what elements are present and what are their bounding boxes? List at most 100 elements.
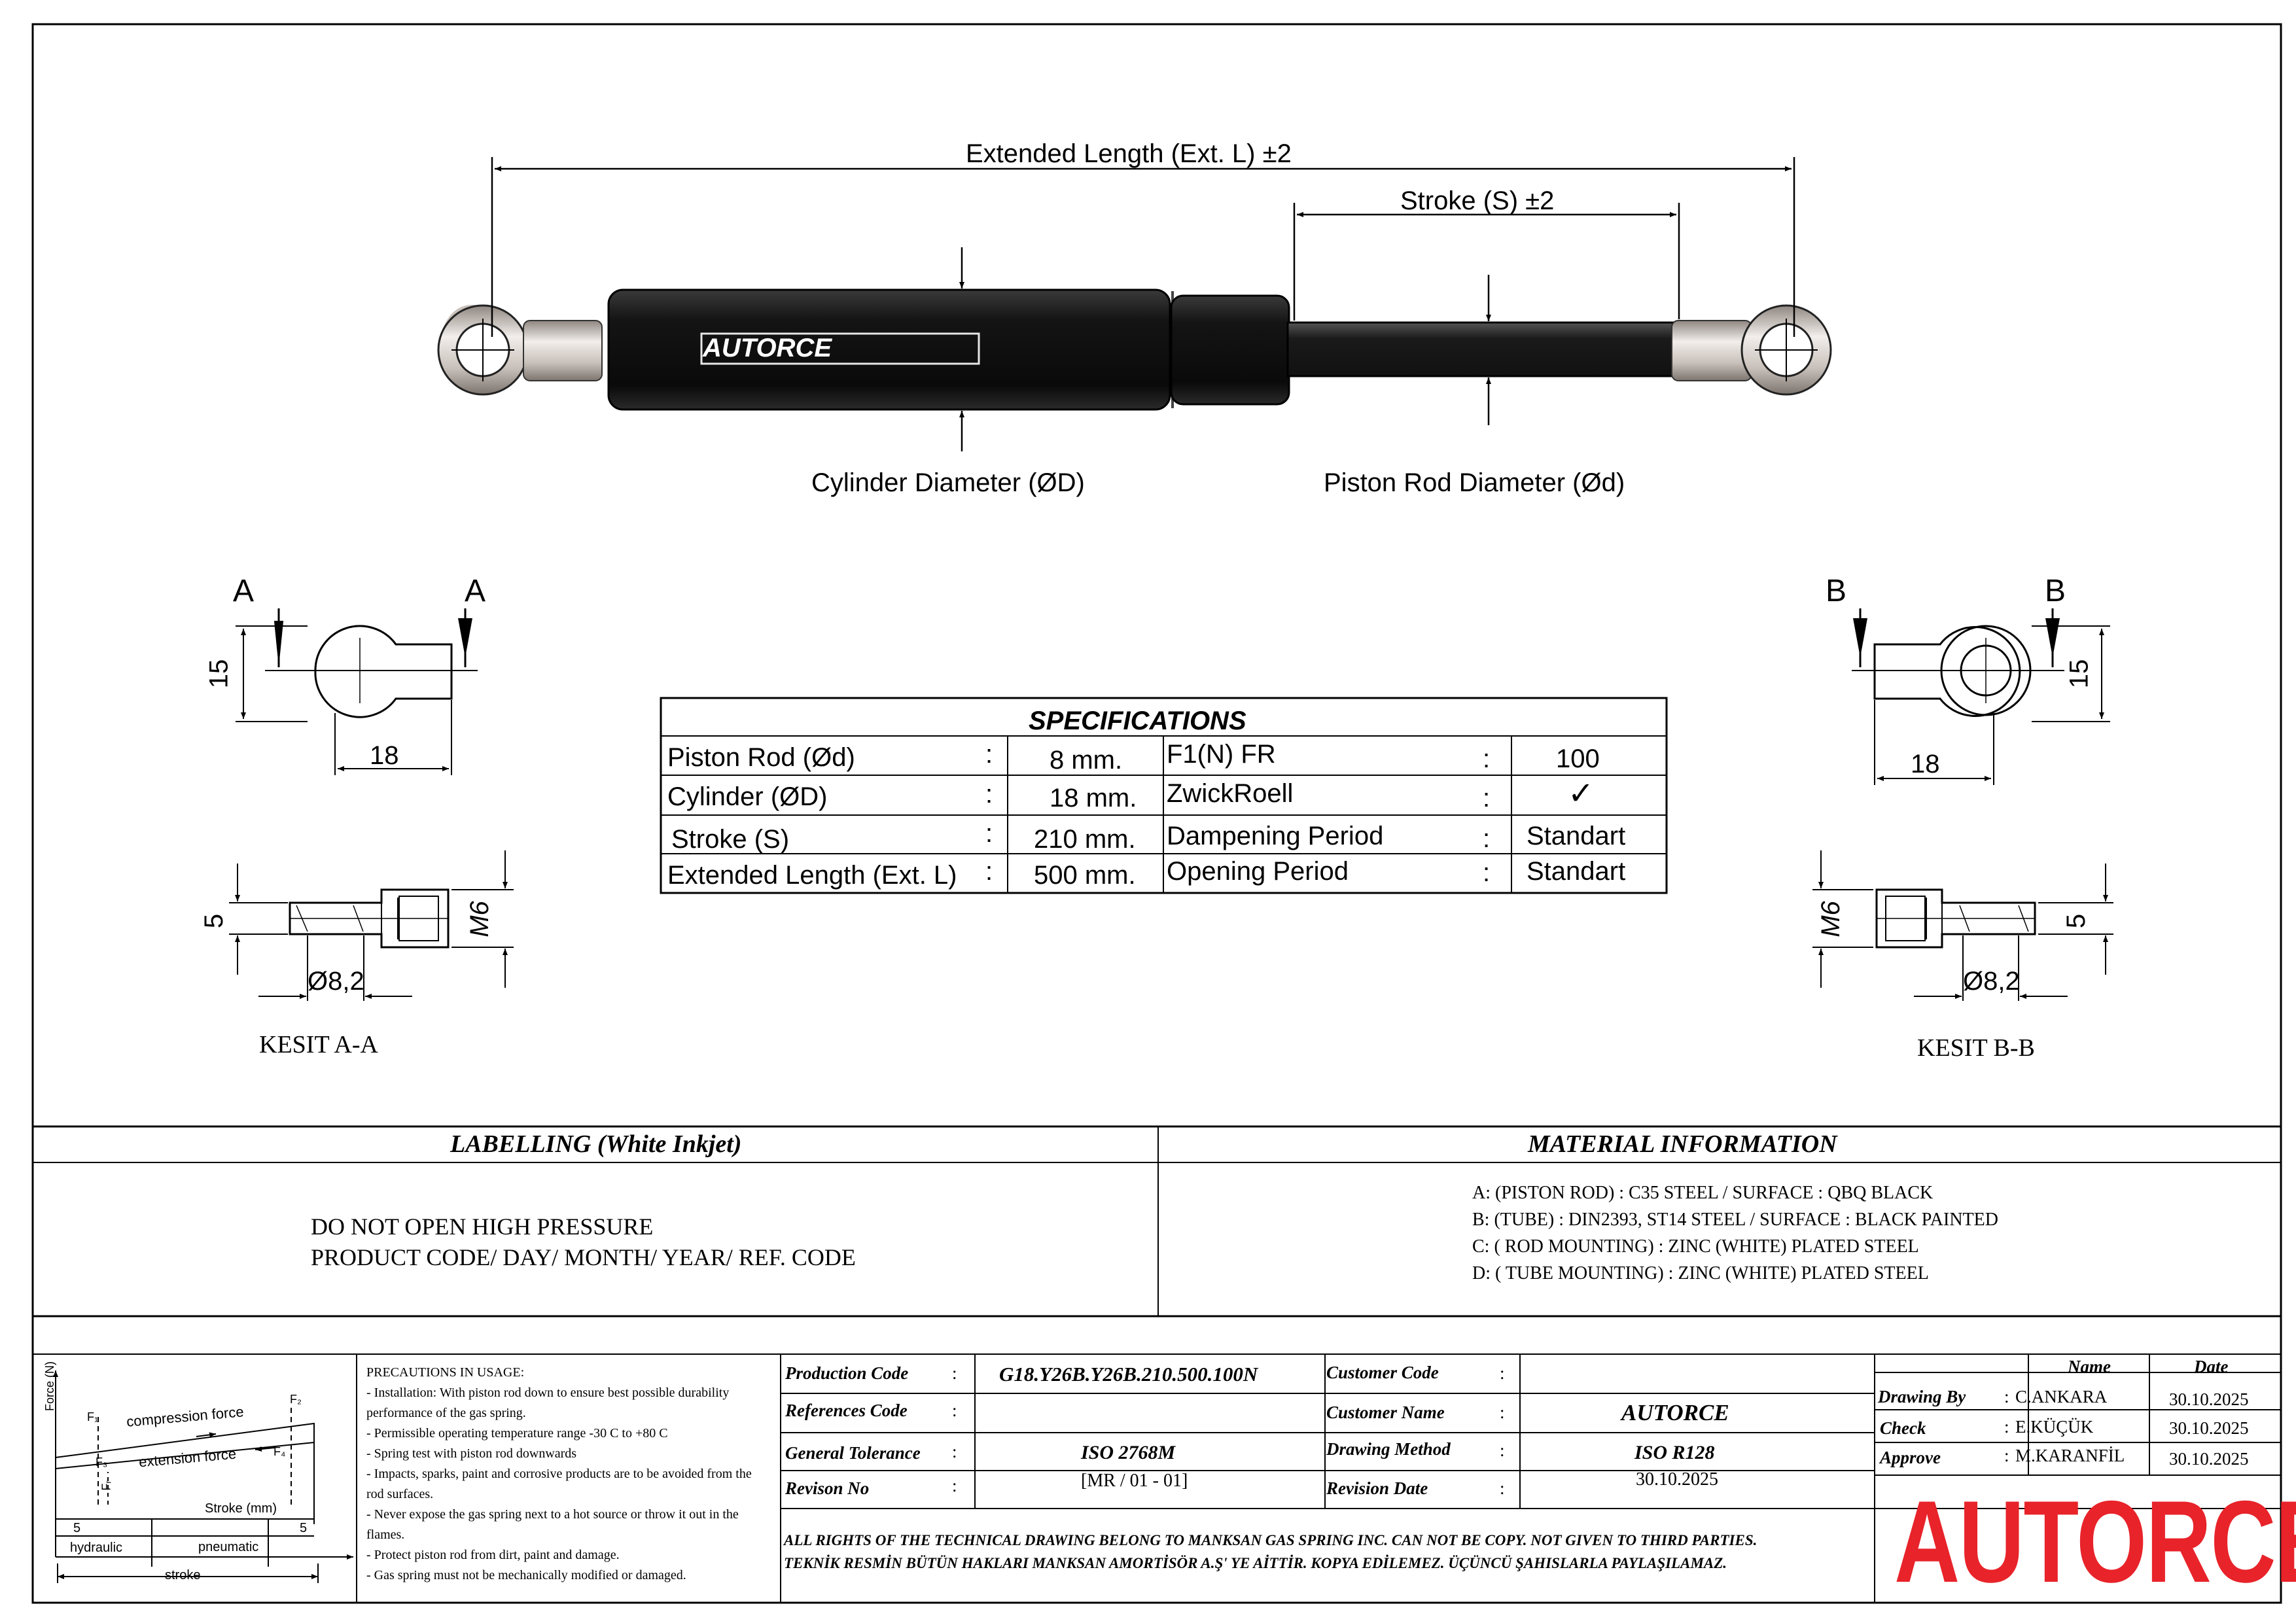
spec-row-2-value: 18 mm. [1050, 784, 1137, 812]
name-column-header: Name [2068, 1357, 2111, 1376]
production-code-label: Production Code [785, 1363, 909, 1383]
customer-name-value: AUTORCE [1621, 1400, 1729, 1425]
section-b-side-view [1812, 850, 2113, 1001]
cylinder-diameter-label: Cylinder Diameter (ØD) [811, 468, 1085, 497]
colon: : [2004, 1446, 2009, 1465]
gas-spring-image [437, 288, 1832, 411]
pneumatic-label: pneumatic [198, 1540, 259, 1554]
spec-row-2-label2: ZwickRoell [1167, 779, 1294, 808]
section-b-thread: M6 [1816, 901, 1845, 937]
material-line-c: C: ( ROD MOUNTING) : ZINC (WHITE) PLATED… [1472, 1236, 1919, 1257]
section-a-letter-right: A [465, 574, 486, 608]
precautions-text: PRECAUTIONS IN USAGE: - Installation: Wi… [366, 1363, 775, 1586]
labelling-line-2: PRODUCT CODE/ DAY/ MONTH/ YEAR/ REF. COD… [311, 1244, 856, 1270]
precaution-line: - Spring test with piston rod downwards [366, 1446, 577, 1461]
drawing-frame [31, 23, 2282, 1604]
precaution-line: - Impacts, sparks, paint and corrosive p… [366, 1467, 752, 1481]
section-a-height: 15 [204, 659, 234, 689]
precaution-line: - Protect piston rod from dirt, paint an… [366, 1548, 620, 1562]
spec-row-4-label2: Opening Period [1167, 857, 1349, 886]
autorce-logo: AUTORCE [1894, 1476, 2296, 1607]
precaution-line: flames. [366, 1527, 405, 1542]
check-name: E.KÜÇÜK [2015, 1417, 2094, 1437]
colon: : [952, 1401, 957, 1420]
check-date: 30.10.2025 [2169, 1418, 2249, 1438]
date-column-header: Date [2194, 1357, 2229, 1376]
spec-row-1-colon: : [985, 740, 993, 769]
general-tolerance-label: General Tolerance [785, 1443, 921, 1463]
colon: : [1500, 1363, 1505, 1383]
stroke-mm-label: Stroke (mm) [205, 1501, 277, 1516]
spec-row-1-label: Piston Rod (Ød) [667, 743, 855, 772]
precaution-line: rod surfaces. [366, 1487, 434, 1501]
spec-row-4-colon2: : [1483, 858, 1491, 887]
references-code-label: References Code [785, 1401, 908, 1420]
approve-name: M.KARANFİL [2015, 1446, 2125, 1465]
info-band-grid [33, 1125, 2281, 1355]
section-b-letter-right: B [2045, 574, 2066, 608]
stroke-label: stroke [165, 1568, 201, 1582]
section-a-width: 18 [370, 741, 399, 770]
spec-row-3-value2: Standart [1527, 822, 1626, 850]
f3-label: F₃ [96, 1456, 108, 1469]
body-logo: AUTORCE [703, 334, 832, 362]
section-a-thread: M6 [465, 901, 494, 937]
spec-row-3-colon2: : [1483, 824, 1491, 853]
fr-label: Fᵣ [99, 1480, 113, 1491]
material-header: MATERIAL INFORMATION [1528, 1130, 1837, 1158]
colon: : [2004, 1417, 2009, 1437]
drawing-by-label: Drawing By [1878, 1387, 1966, 1406]
section-b-top-view [1852, 625, 2110, 785]
approve-label: Approve [1880, 1448, 1941, 1467]
colon: : [1500, 1403, 1505, 1422]
drawing-by-name: C.ANKARA [2015, 1387, 2108, 1406]
five-left-label: 5 [73, 1521, 81, 1535]
spec-row-3-value: 210 mm. [1034, 825, 1136, 854]
force-stroke-chart [53, 1370, 353, 1583]
precaution-line: - Installation: With piston rod down to … [366, 1386, 730, 1400]
section-b-height: 15 [2064, 659, 2094, 689]
drawing-method-value: ISO R128 [1634, 1442, 1715, 1463]
section-b-title: KESIT B-B [1917, 1034, 2035, 1062]
piston-rod-diameter-label: Piston Rod Diameter (Ød) [1324, 468, 1625, 497]
precaution-line: performance of the gas spring. [366, 1406, 526, 1420]
specifications-title: SPECIFICATIONS [1029, 707, 1246, 735]
labelling-header: LABELLING (White Inkjet) [450, 1130, 742, 1158]
five-right-label: 5 [300, 1521, 308, 1535]
section-a-side-view [229, 850, 514, 1001]
main-dimensions [491, 157, 1795, 451]
general-tolerance-value: ISO 2768M [1081, 1442, 1176, 1463]
spec-row-4-value2: Standart [1527, 857, 1626, 886]
colon: : [952, 1442, 957, 1461]
revision-date-label: Revision Date [1326, 1478, 1428, 1498]
revision-no-value: [MR / 01 - 01] [1081, 1471, 1188, 1491]
section-a-thickness: 5 [200, 913, 229, 929]
spec-row-4-value: 500 mm. [1034, 861, 1136, 890]
drawing-by-date: 30.10.2025 [2169, 1389, 2249, 1409]
section-b-letter-left: B [1826, 574, 1847, 608]
spec-row-1-value: 8 mm. [1050, 746, 1123, 775]
spec-row-1-value2: 100 [1556, 744, 1600, 773]
colon: : [952, 1363, 957, 1383]
section-b-hole: Ø8,2 [1963, 967, 2020, 996]
spec-row-1-label2: F1(N) FR [1167, 740, 1276, 769]
precaution-line: - Permissible operating temperature rang… [366, 1426, 668, 1440]
drawing-method-label: Drawing Method [1326, 1439, 1451, 1459]
rights-notice-en: ALL RIGHTS OF THE TECHNICAL DRAWING BELO… [784, 1532, 1757, 1548]
spec-row-3-label2: Dampening Period [1167, 822, 1384, 850]
zwickroell-checkmark-icon: ✓ [1568, 777, 1595, 811]
section-b-thickness: 5 [2062, 913, 2091, 929]
section-b-width: 18 [1911, 750, 1940, 778]
f2-label: F₂ [290, 1393, 302, 1406]
spec-row-2-colon2: : [1483, 784, 1491, 812]
spec-row-4-colon: : [985, 857, 993, 886]
check-label: Check [1880, 1418, 1926, 1438]
section-a-hole: Ø8,2 [308, 967, 364, 996]
material-line-a: A: (PISTON ROD) : C35 STEEL / SURFACE : … [1472, 1183, 1934, 1203]
revision-date-value: 30.10.2025 [1636, 1469, 1718, 1490]
colon: : [1500, 1478, 1505, 1498]
force-axis-label: Force (N) [43, 1361, 56, 1411]
extended-length-dimension: Extended Length (Ext. L) ±2 [966, 139, 1292, 168]
title-block-grid [356, 1354, 2281, 1603]
